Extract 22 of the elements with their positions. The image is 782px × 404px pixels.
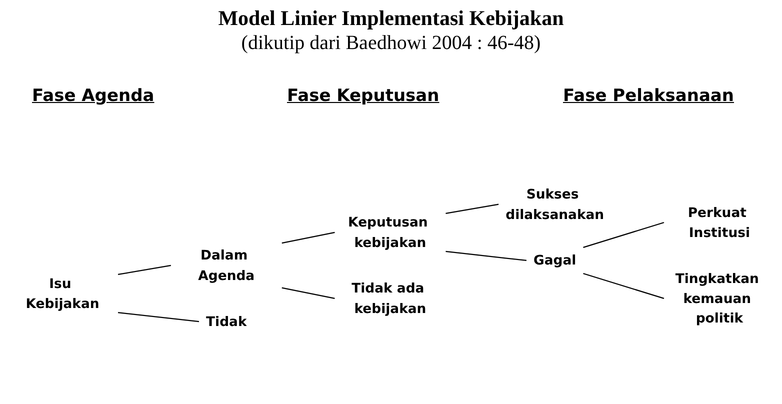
connector-line (282, 287, 335, 300)
column-heading: Fase Agenda (32, 86, 154, 106)
source-caption: (dikutip dari Baedhowi 2004 : 46-48) (241, 32, 541, 55)
connector-line (118, 264, 171, 276)
node-label: Gagal (534, 252, 576, 268)
connector-line (583, 222, 664, 248)
node-label: Tidak (206, 313, 247, 330)
connector-line (583, 272, 664, 300)
node-label: Tingkatkan kemauan politik (675, 270, 759, 326)
node-label: Keputusan kebijakan (348, 214, 428, 250)
connector-line (446, 204, 499, 214)
connector-line (446, 250, 527, 262)
node-label: Tidak ada kebijakan (352, 280, 426, 316)
connector-line (282, 232, 335, 244)
node-label: Sukses dilaksanakan (506, 186, 604, 222)
node-label: Perkuat Institusi (688, 204, 750, 240)
node-label: Dalam Agenda (198, 247, 255, 284)
column-heading: Fase Pelaksanaan (563, 86, 734, 106)
node-label: Isu Kebijakan (26, 275, 100, 312)
column-heading: Fase Keputusan (287, 86, 440, 106)
connector-line (118, 312, 200, 322)
diagram-title: Model Linier Implementasi Kebijakan (218, 6, 564, 31)
